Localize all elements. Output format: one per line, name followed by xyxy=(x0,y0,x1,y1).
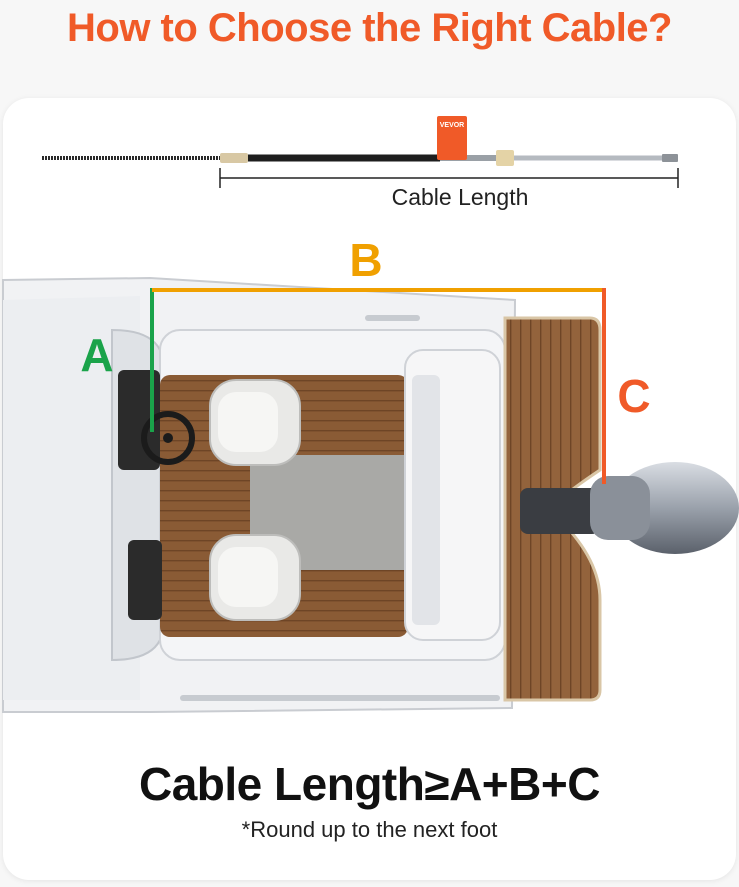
front-seat xyxy=(209,379,301,466)
steering-cable xyxy=(42,150,678,166)
helm-console xyxy=(118,370,195,620)
page-title: How to Choose the Right Cable? xyxy=(67,6,672,50)
rear-bench xyxy=(404,349,501,641)
dimension-a-label: A xyxy=(80,329,113,381)
rear-seat xyxy=(209,534,301,621)
outboard-motor xyxy=(520,462,739,554)
cable-length-dimension xyxy=(219,168,679,188)
cable-length-formula: Cable Length≥A+B+C xyxy=(139,758,600,810)
dimension-b-label: B xyxy=(349,234,382,286)
rounding-note: *Round up to the next foot xyxy=(241,817,498,842)
cable-length-label: Cable Length xyxy=(392,184,529,210)
brand-tag-text: VEVOR xyxy=(440,122,465,129)
brand-tag: VEVOR xyxy=(437,116,467,160)
dimension-c-label: C xyxy=(617,370,650,422)
